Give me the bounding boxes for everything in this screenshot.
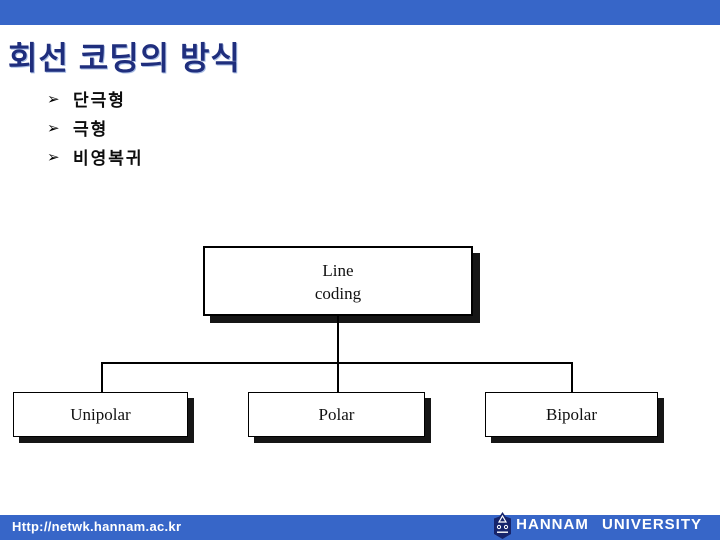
bullet-list: ➢ 단극형 ➢ 극형 ➢ 비영복귀 [47,84,144,171]
connector-horizontal [101,362,573,364]
bipolar-label: Bipolar [546,405,597,424]
bullet-item: ➢ 단극형 [47,84,144,113]
arrow-bullet-icon: ➢ [47,148,60,166]
diagram-box-unipolar: Unipolar [13,392,188,437]
bullet-item: ➢ 비영복귀 [47,142,144,171]
unipolar-label: Unipolar [70,405,131,424]
arrow-bullet-icon: ➢ [47,90,60,108]
footer-bar: Http://netwk.hannam.ac.kr HANNAM UNIVERS… [0,512,720,540]
root-box-label-line1: Line [322,261,354,280]
polar-label: Polar [318,405,355,424]
diagram-root-box: Line coding [203,246,473,316]
hannam-university-emblem-icon [494,512,512,539]
bullet-label: 극형 [73,120,109,139]
bullet-label: 비영복귀 [73,149,144,168]
footer-brand: HANNAM UNIVERSITY [494,509,702,540]
bullet-label: 단극형 [73,91,126,110]
connector-vertical-left [101,362,103,392]
header-bar [0,0,720,25]
diagram-box-polar: Polar [248,392,425,437]
university-name: HANNAM UNIVERSITY [516,516,702,533]
connector-vertical-center [337,316,339,392]
root-box-label-line2: coding [314,284,362,303]
diagram-box-bipolar: Bipolar [485,392,658,437]
bullet-item: ➢ 극형 [47,113,144,142]
connector-vertical-right [571,362,573,392]
slide-title: 회선 코딩의 방식 [8,40,241,76]
footer-url: Http://netwk.hannam.ac.kr [12,519,182,534]
arrow-bullet-icon: ➢ [47,119,60,137]
